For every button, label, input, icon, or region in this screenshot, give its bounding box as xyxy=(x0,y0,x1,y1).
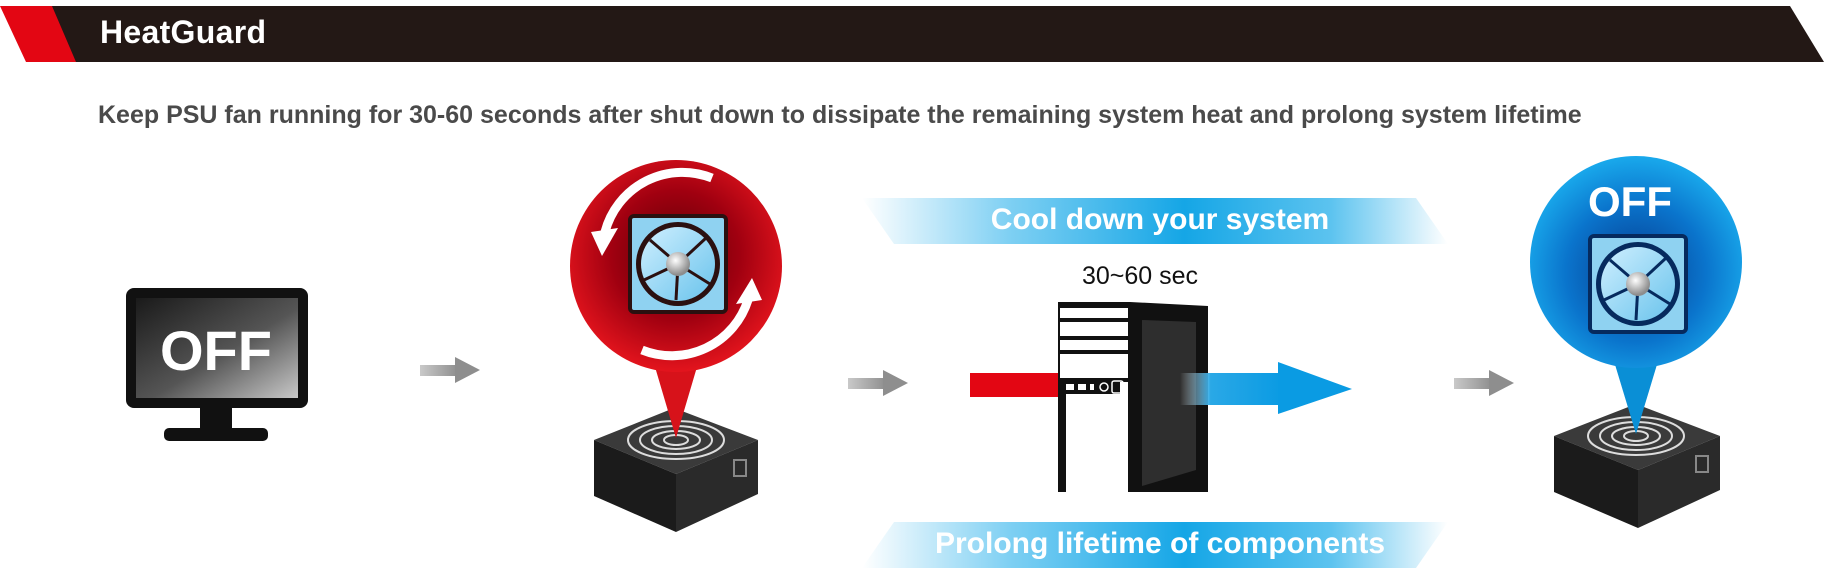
spinning-arrows-icon xyxy=(591,167,762,361)
arrow-right-icon xyxy=(1454,370,1514,396)
header-bar xyxy=(0,6,1824,62)
top-banner xyxy=(862,198,1448,244)
bottom-banner-text: Prolong lifetime of components xyxy=(934,527,1385,560)
monitor-icon xyxy=(126,288,308,441)
hot-air-arrow-icon xyxy=(970,373,1064,397)
fan-off-label: OFF xyxy=(1588,178,1672,225)
psu-box-icon xyxy=(594,408,758,532)
fan-icon xyxy=(1588,234,1688,334)
psu-box-icon xyxy=(1554,404,1720,528)
subtitle: Keep PSU fan running for 30-60 seconds a… xyxy=(98,101,1582,129)
bottom-banner xyxy=(862,522,1448,568)
duration-label: 30~60 sec xyxy=(1081,262,1199,290)
arrow-right-icon xyxy=(848,370,908,396)
top-banner-text: Cool down your system xyxy=(990,203,1330,236)
fan-icon xyxy=(628,214,728,314)
arrow-right-icon xyxy=(420,357,480,383)
pc-tower-icon xyxy=(1058,302,1208,492)
header-band xyxy=(52,6,1824,62)
header-title: HeatGuard xyxy=(100,14,267,50)
cool-air-arrow-icon xyxy=(1180,362,1352,414)
monitor-off-label: OFF xyxy=(160,319,272,382)
